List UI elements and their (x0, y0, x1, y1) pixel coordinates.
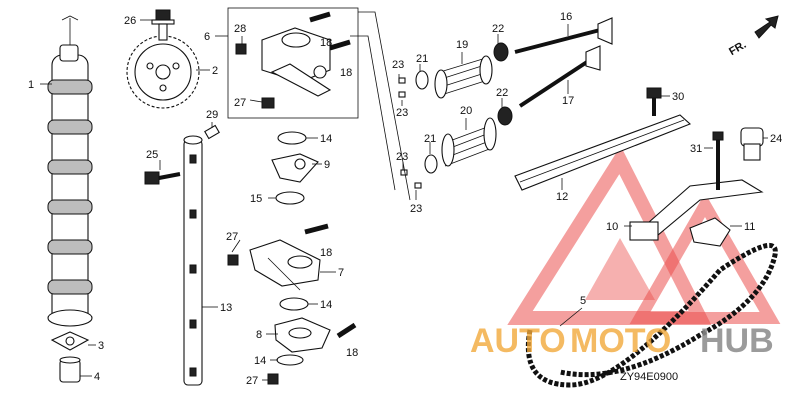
cotter-23 (398, 77, 422, 189)
washer-14-mid (279, 297, 309, 311)
callout-18-c: 18 (320, 247, 332, 259)
tensioner-11 (689, 217, 731, 247)
callout-13: 13 (220, 302, 232, 314)
rocker-arm-7 (227, 223, 329, 291)
callout-27-a: 27 (234, 97, 246, 109)
callout-2: 2 (212, 65, 218, 77)
watermark-text: AUTO MOTO HUB (470, 322, 774, 360)
callout-23-d: 23 (410, 203, 422, 215)
diagram-code: ZY94E0900 (620, 371, 678, 383)
valve-16 (514, 17, 613, 54)
rocker-shaft (183, 135, 203, 386)
callout-22-top: 22 (492, 23, 504, 35)
callout-3: 3 (98, 340, 104, 352)
front-direction-label: FR. (727, 39, 748, 58)
washer-14-bottom (276, 354, 304, 366)
callout-11: 11 (744, 221, 755, 233)
callout-23-c: 23 (396, 151, 408, 163)
chain-guide-12 (514, 114, 692, 191)
bolt-30 (646, 87, 662, 116)
watermark-text-hub: HUB (700, 322, 774, 360)
callout-14-bottom: 14 (254, 355, 266, 367)
callout-4: 4 (94, 371, 100, 383)
callout-18-a: 18 (320, 37, 332, 49)
seal-22-bottom (497, 106, 513, 126)
bolt-25 (144, 171, 181, 185)
callout-21-top: 21 (416, 53, 428, 65)
cam-chain (525, 242, 778, 388)
front-direction-arrow (754, 15, 779, 39)
callout-1: 1 (28, 79, 34, 91)
valve-spring-19 (434, 55, 493, 99)
dowel-pin-29 (204, 124, 220, 140)
callout-19: 19 (456, 39, 468, 51)
gear-bolt (151, 9, 175, 41)
valve-17 (518, 45, 601, 108)
washer-14-top (277, 131, 307, 145)
callout-15: 15 (250, 193, 262, 205)
seal-22-top (493, 42, 509, 62)
oil-seal-3 (50, 331, 90, 351)
callout-16: 16 (560, 11, 572, 23)
tensioner-arm (629, 179, 764, 241)
callout-24: 24 (770, 133, 782, 145)
callout-18-b: 18 (340, 67, 352, 79)
callout-30: 30 (672, 91, 684, 103)
bolt-31 (712, 131, 724, 190)
callout-22-bottom: 22 (496, 87, 508, 99)
callout-25: 25 (146, 149, 158, 161)
cam-gear (126, 35, 200, 109)
callout-labels: 1 2 3 4 5 6 7 8 9 10 11 12 13 14 14 14 1… (28, 11, 782, 387)
callout-10: 10 (606, 221, 618, 233)
rocker-arm-9 (271, 153, 319, 183)
callout-9: 9 (324, 159, 330, 171)
callout-17: 17 (562, 95, 574, 107)
callout-18-d: 18 (346, 347, 358, 359)
camshaft (47, 15, 93, 327)
rocker-assembly-box (227, 7, 359, 119)
callout-23-a: 23 (392, 59, 404, 71)
callout-5: 5 (580, 295, 586, 307)
callout-28: 28 (234, 23, 246, 35)
retainer-21-top (415, 70, 429, 90)
washer-15 (275, 191, 305, 205)
callout-27-b: 27 (226, 231, 238, 243)
watermark-logo (507, 145, 781, 325)
callout-27-c: 27 (246, 375, 258, 387)
callout-20: 20 (460, 105, 472, 117)
tensioner-cap-24 (740, 127, 764, 161)
watermark-text-moto: MOTO (570, 322, 671, 360)
bushing-4 (59, 356, 81, 383)
callout-29: 29 (206, 109, 218, 121)
rocker-arm-8 (267, 317, 357, 385)
callout-7: 7 (338, 267, 344, 279)
callout-26: 26 (124, 15, 136, 27)
valve-spring-20 (441, 117, 497, 167)
leader-lines (40, 19, 768, 381)
callout-14-mid: 14 (320, 299, 332, 311)
retainer-21-bottom (424, 154, 438, 174)
callout-14-top: 14 (320, 133, 332, 145)
callout-23-b: 23 (396, 107, 408, 119)
callout-21-bottom: 21 (424, 133, 436, 145)
callout-8: 8 (256, 329, 262, 341)
callout-12: 12 (556, 191, 568, 203)
callout-6: 6 (204, 31, 210, 43)
watermark-text-auto: AUTO (470, 322, 566, 360)
callout-31: 31 (690, 143, 702, 155)
